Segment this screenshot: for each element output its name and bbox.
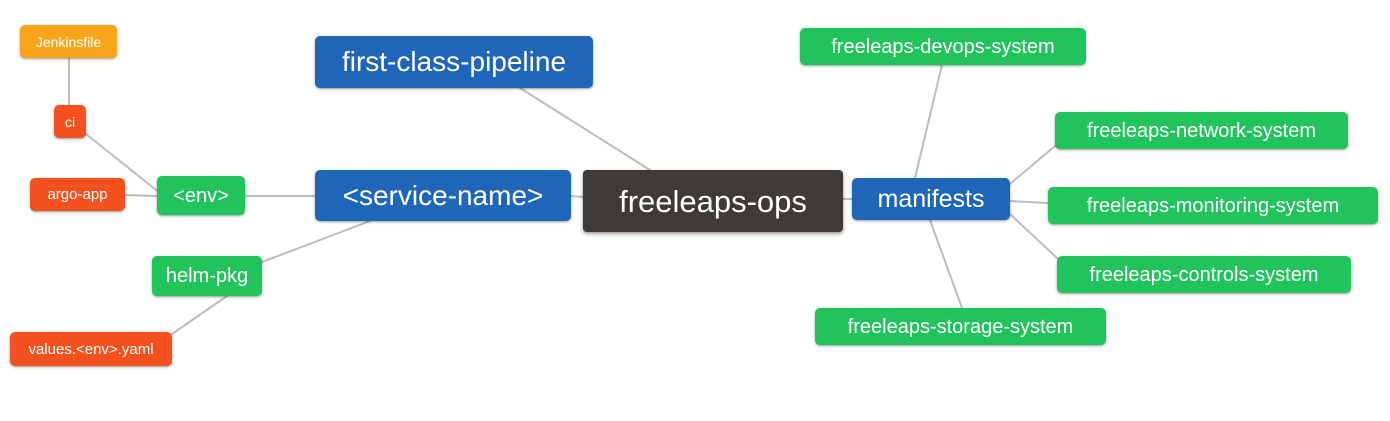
edge-service_name-to-freeleaps_ops	[570, 195, 584, 198]
node-env[interactable]: <env>	[157, 176, 245, 215]
node-controls-system[interactable]: freeleaps-controls-system	[1057, 256, 1351, 293]
edge-helm_pkg-to-service_name	[261, 220, 371, 263]
edge-manifests-to-storage_system	[929, 219, 963, 309]
node-values-yaml[interactable]: values.<env>.yaml	[10, 332, 172, 366]
node-storage-system[interactable]: freeleaps-storage-system	[815, 308, 1106, 345]
node-freeleaps-ops[interactable]: freeleaps-ops	[583, 170, 843, 232]
node-jenkinsfile[interactable]: Jenkinsfile	[20, 25, 117, 58]
node-ci[interactable]: ci	[54, 105, 86, 138]
node-helm-pkg[interactable]: helm-pkg	[152, 256, 262, 296]
node-first-class-pipeline[interactable]: first-class-pipeline	[315, 36, 593, 88]
edge-argo_app-to-env	[124, 194, 158, 197]
node-network-system[interactable]: freeleaps-network-system	[1055, 112, 1348, 149]
node-monitoring-system[interactable]: freeleaps-monitoring-system	[1048, 187, 1378, 224]
node-manifests[interactable]: manifests	[852, 178, 1010, 220]
edge-values_yaml-to-helm_pkg	[171, 295, 228, 335]
node-argo-app[interactable]: argo-app	[30, 178, 125, 211]
edge-manifests-to-devops_system	[914, 64, 943, 179]
node-service-name[interactable]: <service-name>	[315, 170, 571, 221]
edge-first_class_pipeline-to-freeleaps_ops	[519, 87, 651, 171]
edge-manifests-to-monitoring_system	[1009, 200, 1049, 204]
edge-manifests-to-network_system	[1009, 145, 1056, 185]
node-devops-system[interactable]: freeleaps-devops-system	[800, 28, 1086, 65]
